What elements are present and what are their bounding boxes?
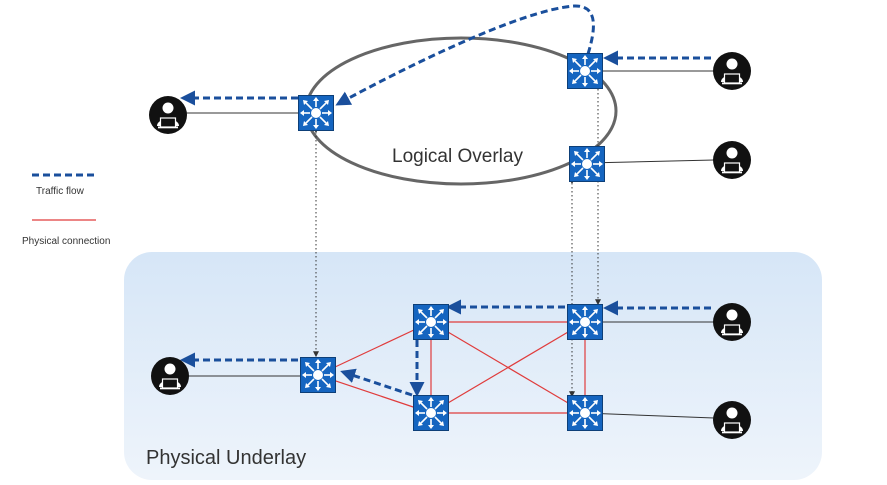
endpoint-overlay-left-icon bbox=[148, 95, 188, 135]
endpoint-underlay-left-icon bbox=[150, 356, 190, 396]
endpoint-overlay-mid-right-icon bbox=[712, 140, 752, 180]
switch-core-bottom-left-icon bbox=[413, 395, 449, 431]
switch-underlay-left-icon bbox=[300, 357, 336, 393]
overlay-label: Logical Overlay bbox=[392, 146, 523, 167]
switch-overlay-top-right-icon bbox=[567, 53, 603, 89]
access-link bbox=[586, 159, 715, 164]
link-edge-bl bbox=[317, 374, 432, 414]
endpoint-overlay-top-right-icon bbox=[712, 51, 752, 91]
mapping-lines bbox=[313, 84, 601, 398]
underlay-label: Physical Underlay bbox=[146, 447, 306, 469]
link-core-bl-tr bbox=[430, 321, 586, 414]
legend-physical-connection-label: Physical connection bbox=[22, 236, 110, 247]
underlay-region bbox=[124, 252, 822, 480]
legend: Traffic flow Physical connection bbox=[22, 173, 110, 247]
switch-core-bottom-right-icon bbox=[567, 395, 603, 431]
link-edge-tl bbox=[317, 321, 432, 376]
endpoint-underlay-top-right-icon bbox=[712, 302, 752, 342]
switch-core-top-left-icon bbox=[413, 304, 449, 340]
traffic-flows bbox=[180, 4, 711, 397]
traffic-flow-overlay-loop bbox=[335, 4, 595, 106]
legend-traffic-flow-label: Traffic flow bbox=[36, 186, 85, 197]
access-link bbox=[584, 412, 715, 419]
traffic-flow-underlay-to-edge bbox=[340, 368, 413, 397]
access-links bbox=[185, 70, 715, 419]
switch-overlay-left-icon bbox=[298, 95, 334, 131]
switch-overlay-mid-right-icon bbox=[569, 146, 605, 182]
switch-core-top-right-icon bbox=[567, 304, 603, 340]
endpoint-underlay-bottom-right-icon bbox=[712, 400, 752, 440]
